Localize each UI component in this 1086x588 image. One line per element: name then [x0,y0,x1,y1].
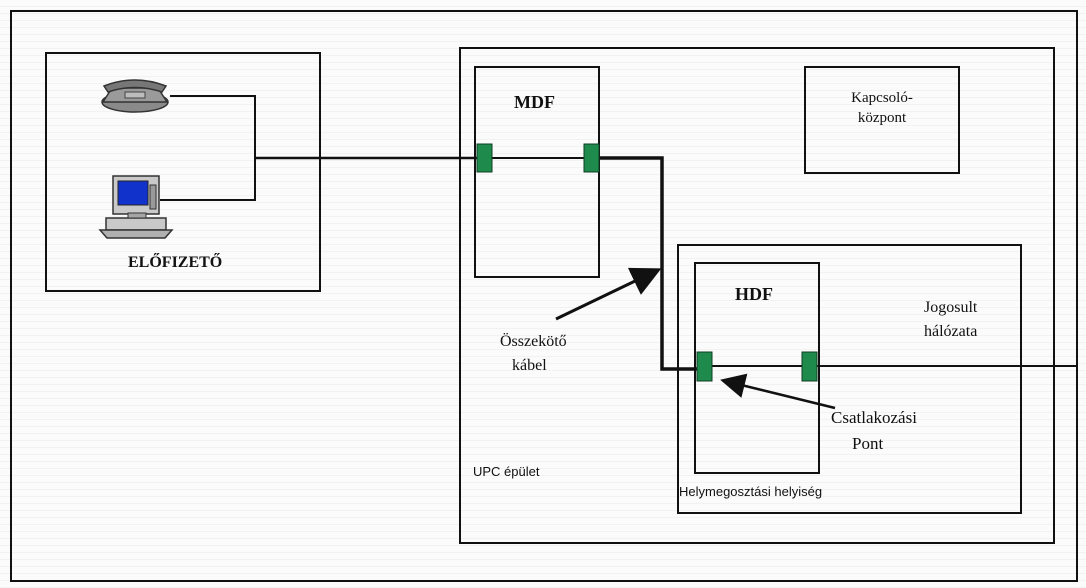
cable-arrow [555,267,662,321]
cable-line1: Összekötő [500,333,567,350]
switch-center-box [804,66,960,174]
connecting-cable [592,156,703,371]
point-arrow [720,373,836,410]
switch-center-line2: központ [857,110,907,126]
hdf-label: HDF [735,284,773,304]
cable-label: Összekötő kábel [500,330,567,378]
point-line2: Pont [852,434,884,453]
subscriber-label: ELŐFIZETŐ [128,254,223,271]
network-line2: hálózata [924,323,978,340]
mdf-connector-left [476,143,493,173]
mdf-label: MDF [514,92,555,112]
point-line1: Csatlakozási [831,408,917,427]
connection-point-label: Csatlakozási Pont [831,405,917,457]
network-label: Jogosult hálózata [924,296,977,344]
colocation-room-box [677,244,1022,514]
room-label: Helymegosztási helyiség [679,484,823,499]
cable-line2: kábel [512,357,547,374]
computer-wire [160,158,256,201]
switch-center-line1: Kapcsoló- [851,90,913,106]
mdf-connector-right [583,143,600,173]
network-line1: Jogosult [924,299,978,316]
hdf-connector-right [801,351,818,382]
subscriber-box [45,52,321,292]
computer-icon [98,175,174,239]
upc-building-box [459,47,1055,544]
phone-wire [170,95,256,158]
building-label: UPC épület [473,464,540,479]
switch-center-label: Kapcsoló- központ [804,88,960,128]
hdf-connector-left [696,351,713,382]
outer-frame [10,10,1078,582]
telephone-icon [101,79,169,113]
